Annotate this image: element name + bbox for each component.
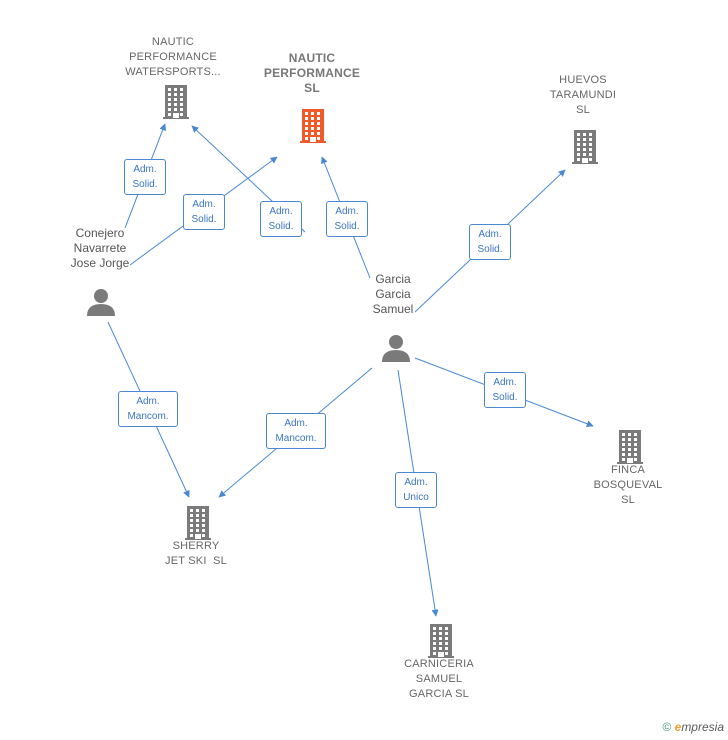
edge-label-line: Adm. [478, 229, 502, 240]
edge-label[interactable]: Adm. Solid. [124, 159, 166, 195]
building-icon[interactable] [617, 430, 643, 469]
person-label-line: Conejero [75, 226, 125, 240]
building-icon[interactable] [185, 506, 211, 545]
edge-label[interactable]: Adm. Solid. [183, 194, 225, 230]
person-label-line: Jose Jorge [70, 256, 130, 270]
edge-label-line: Adm. [284, 418, 308, 429]
edge-label-line: Adm. [404, 477, 428, 488]
company-label-line: SL [621, 494, 635, 506]
edge-label[interactable]: Adm. Solid. [484, 372, 526, 408]
copyright-icon: © [662, 720, 672, 734]
company-label-line: SL [304, 81, 320, 95]
company-label-line: SAMUEL [415, 673, 463, 685]
company-label-line: WATERSPORTS... [125, 66, 221, 78]
building-icon[interactable] [428, 624, 454, 663]
edge-label[interactable]: Adm. Unico [395, 472, 437, 508]
person-icon[interactable] [381, 334, 411, 367]
edge-label-line: Solid. [191, 214, 217, 225]
company-label[interactable]: HUEVOS TARAMUNDI SL [523, 73, 643, 118]
company-label-line: NAUTIC [288, 51, 336, 65]
edge-label-line: Solid. [477, 244, 503, 255]
company-label-line: HUEVOS [559, 74, 607, 86]
edge-label[interactable]: Adm. Mancom. [266, 413, 326, 449]
company-label-line: GARCIA SL [409, 688, 469, 700]
building-icon[interactable] [300, 109, 326, 148]
footer-brand: © empresia [662, 720, 724, 734]
company-label-line: CARNICERIA [404, 658, 474, 670]
person-label-line: Navarrete [73, 241, 127, 255]
building-icon[interactable] [572, 130, 598, 169]
company-label-line: FINCA [611, 464, 645, 476]
edge-label-line: Mancom. [275, 433, 317, 444]
edge-label-line: Adm. [133, 164, 157, 175]
person-icon[interactable] [86, 288, 116, 321]
edge-label-line: Solid. [268, 221, 294, 232]
person-label-line: Garcia [375, 287, 411, 301]
person-label-line: Garcia [375, 272, 411, 286]
company-label-line: JET SKI SL [165, 555, 227, 567]
company-label[interactable]: CARNICERIA SAMUEL GARCIA SL [379, 657, 499, 702]
edge-label-line: Unico [403, 492, 429, 503]
edge-label-line: Adm. [335, 206, 359, 217]
company-label[interactable]: NAUTIC PERFORMANCE WATERSPORTS... [113, 35, 233, 80]
company-label-line: BOSQUEVAL [593, 479, 663, 491]
company-label-line: PERFORMANCE [129, 51, 217, 63]
edge-label-line: Mancom. [127, 411, 169, 422]
company-label-line: SHERRY [172, 540, 220, 552]
edge-label-line: Adm. [192, 199, 216, 210]
edge-label-line: Solid. [334, 221, 360, 232]
edge-label[interactable]: Adm. Solid. [469, 224, 511, 260]
edge-label-line: Adm. [269, 206, 293, 217]
edge-label-line: Adm. [493, 377, 517, 388]
edge-label-line: Solid. [492, 392, 518, 403]
company-label-line: TARAMUNDI [549, 89, 617, 101]
brand-logo-e: e [674, 720, 682, 734]
company-label-line: PERFORMANCE [263, 66, 361, 80]
company-label[interactable]: FINCA BOSQUEVAL SL [568, 463, 688, 508]
edge-label[interactable]: Adm. Mancom. [118, 391, 178, 427]
edge-label[interactable]: Adm. Solid. [260, 201, 302, 237]
company-label-line: NAUTIC [151, 36, 195, 48]
edge-label-line: Solid. [132, 179, 158, 190]
edge-label-line: Adm. [136, 396, 160, 407]
person-label-line: Samuel [372, 302, 414, 316]
building-icon[interactable] [163, 85, 189, 124]
company-label[interactable]: SHERRY JET SKI SL [136, 539, 256, 569]
company-label-line: SL [576, 104, 590, 116]
brand-name: mpresia [681, 720, 724, 734]
edge-label[interactable]: Adm. Solid. [326, 201, 368, 237]
